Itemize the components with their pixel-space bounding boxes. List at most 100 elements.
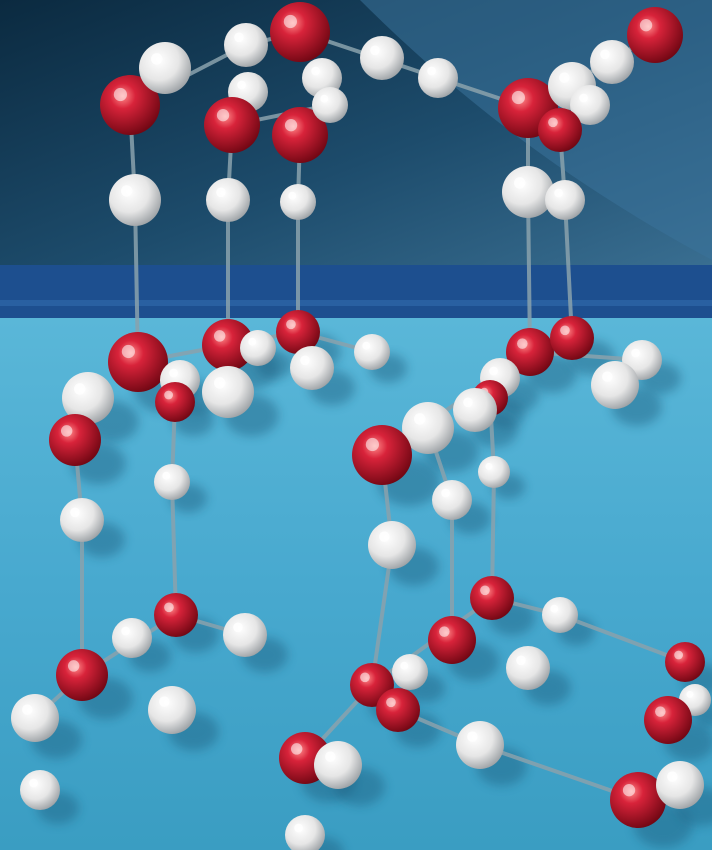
atom-highlight [559,72,570,83]
background-band-line [0,300,712,306]
hydrogen-atom [11,694,59,742]
atom-highlight [169,368,179,378]
hydrogen-atom [570,85,610,125]
bond-rod [170,480,178,617]
atom-highlight [216,187,226,198]
atom-highlight [548,117,558,128]
atom-highlight [70,507,80,518]
oxygen-atom [108,332,168,392]
atom-highlight [667,771,678,782]
hydrogen-atom [148,686,196,734]
atom-highlight [655,706,666,717]
atom-highlight [439,626,450,637]
hydrogen-atom [392,654,428,690]
atom-highlight [150,53,163,65]
atom-highlight [67,660,80,672]
bond-rod [558,613,687,664]
oxygen-atom [276,310,320,354]
atom-highlight [300,355,310,366]
atom-highlight [631,348,640,358]
hydrogen-atom [591,361,639,409]
atom-highlight [213,330,226,342]
atom-highlight [600,49,610,60]
hydrogen-atom [224,23,268,67]
hydrogen-atom [418,58,458,98]
atom-highlight [362,341,371,350]
atom-highlight [441,488,450,498]
oxygen-atom [270,2,330,62]
atom-highlight [485,462,493,470]
atom-highlight [164,602,174,613]
oxygen-atom [376,688,420,732]
hydrogen-atom [506,646,550,690]
atom-highlight [248,337,257,346]
oxygen-atom [100,75,160,135]
hydrogen-atom [206,178,250,222]
atom-highlight [22,704,33,715]
atom-highlight [579,93,588,103]
hydrogen-atom [456,721,504,769]
atom-highlight [162,471,171,480]
atom-highlight [602,371,613,382]
atom-highlight [639,19,653,32]
oxygen-atom [470,576,514,620]
atom-highlight [234,32,244,43]
atom-highlight [370,45,380,56]
atom-highlight [286,319,296,330]
hydrogen-atom [590,40,634,84]
atom-highlight [288,191,297,200]
hydrogen-atom [314,741,362,789]
atom-highlight [400,661,409,670]
atom-highlight [550,604,559,613]
oxygen-atom [154,593,198,637]
oxygen-atom [272,107,328,163]
atom-highlight [427,66,436,76]
atom-highlight [216,109,230,122]
atom-highlight [311,66,320,76]
atom-highlight [159,696,170,707]
atom-highlight [513,177,526,189]
hydrogen-atom [154,464,190,500]
hydrogen-atom [542,597,578,633]
hydrogen-atom [60,498,104,542]
atom-highlight [379,531,390,542]
atom-highlight [463,397,473,408]
atom-highlight [360,672,370,683]
atom-highlight [284,119,298,132]
oxygen-atom [550,316,594,360]
hydrogen-atom [62,372,114,424]
oxygen-atom [610,772,666,828]
atom-highlight [674,650,683,660]
oxygen-atom [155,382,195,422]
hydrogen-atom [139,42,191,94]
hydrogen-atom [312,87,348,123]
oxygen-atom [665,642,705,682]
atom-highlight [386,697,396,708]
hydrogen-atom [112,618,152,658]
oxygen-atom [202,319,254,371]
hydrogen-atom [360,36,404,80]
hydrogen-atom [478,456,510,488]
hydrogen-atom [545,180,585,220]
atom-highlight [622,784,636,797]
oxygen-atom [506,328,554,376]
hydrogen-atom [368,521,416,569]
atom-highlight [467,731,478,742]
oxygen-atom [538,108,582,152]
atom-highlight [489,366,498,376]
atom-highlight [554,188,563,198]
hydrogen-atom [502,166,554,218]
hydrogen-atom [432,480,472,520]
atom-highlight [480,585,490,596]
atom-highlight [413,413,426,425]
atom-highlight [517,338,528,349]
atom-highlight [113,87,127,102]
hydrogen-atom [202,366,254,418]
oxygen-atom [428,616,476,664]
atom-highlight [29,778,38,788]
bond-rod [563,198,574,340]
atom-highlight [120,185,133,197]
hydrogen-atom [285,815,325,850]
